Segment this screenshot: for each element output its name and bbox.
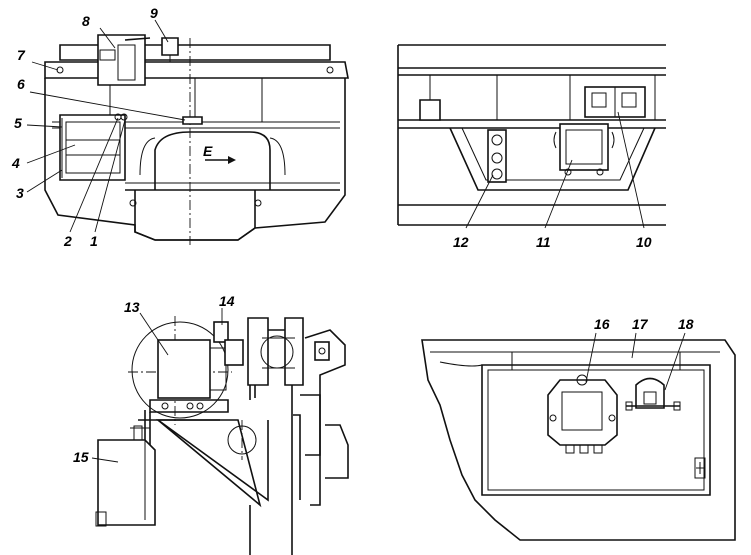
- label-2: 2: [63, 233, 72, 249]
- view-housing-side: E: [44, 34, 349, 245]
- leaders-view1: [26, 19, 186, 233]
- label-9: 9: [150, 5, 158, 21]
- label-17: 17: [632, 316, 649, 332]
- label-8: 8: [82, 13, 90, 29]
- direction-label: E: [203, 143, 213, 159]
- view-compartment: [421, 332, 736, 541]
- label-1: 1: [90, 233, 98, 249]
- label-12: 12: [453, 234, 469, 250]
- view-bracket-assembly: [91, 308, 349, 555]
- label-14: 14: [219, 293, 235, 309]
- label-15: 15: [73, 449, 89, 465]
- label-18: 18: [678, 316, 694, 332]
- label-4: 4: [11, 155, 20, 171]
- label-5: 5: [14, 115, 22, 131]
- label-13: 13: [124, 299, 140, 315]
- view-underframe: [397, 44, 666, 229]
- label-10: 10: [636, 234, 652, 250]
- label-11: 11: [536, 234, 551, 250]
- label-16: 16: [594, 316, 610, 332]
- label-7: 7: [17, 47, 26, 63]
- label-6: 6: [17, 76, 25, 92]
- label-3: 3: [16, 185, 24, 201]
